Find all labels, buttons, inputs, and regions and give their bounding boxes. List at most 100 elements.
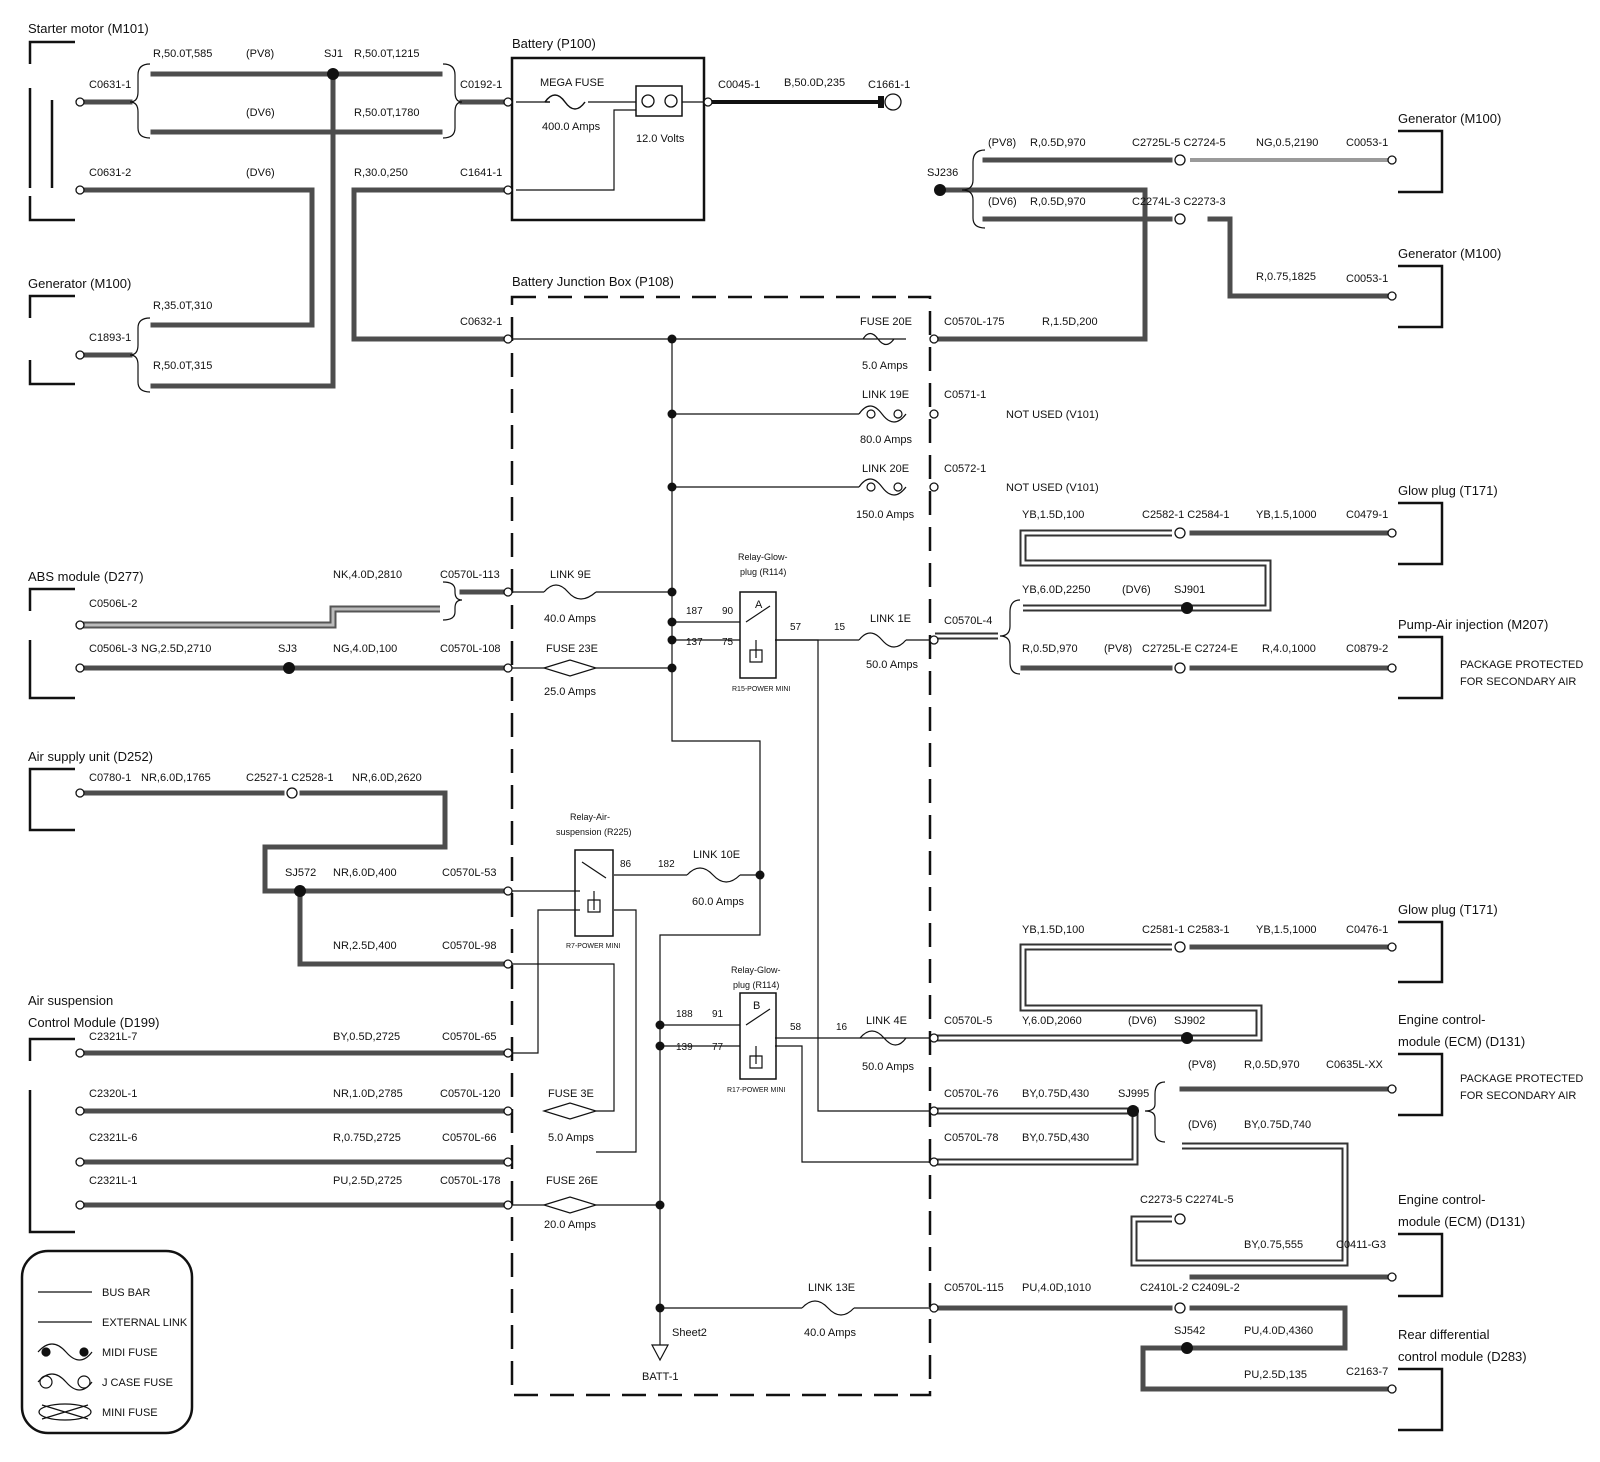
wire-nr25-400 bbox=[297, 888, 511, 967]
link20e-icon bbox=[858, 478, 907, 496]
relay-label: plug (R114) bbox=[733, 980, 779, 990]
pin bbox=[503, 97, 513, 107]
ecm-2-bracket bbox=[1398, 1232, 1444, 1298]
connector-label: C0570L-120 bbox=[440, 1088, 501, 1100]
pin bbox=[75, 350, 85, 360]
pin bbox=[929, 1303, 939, 1313]
connector-label: C0572-1 bbox=[944, 463, 986, 475]
relay-pin: 86 bbox=[620, 859, 632, 870]
pin bbox=[929, 1033, 939, 1043]
fuse20e-icon bbox=[859, 332, 906, 346]
pin bbox=[1174, 527, 1186, 539]
link19e-icon bbox=[858, 405, 907, 423]
connector-label: C2582-1 C2584-1 bbox=[1142, 509, 1229, 521]
bus-node bbox=[655, 1041, 665, 1051]
relay-air-box bbox=[574, 849, 614, 937]
wire-nk40-2810-outline bbox=[80, 605, 440, 629]
fuse-symbols bbox=[541, 94, 907, 1316]
wire-label: NR,6.0D,400 bbox=[333, 867, 397, 879]
abs-module-title: ABS module (D277) bbox=[28, 569, 144, 584]
bus-node bbox=[667, 663, 677, 673]
connector-label: C0570L-66 bbox=[442, 1132, 496, 1144]
wire-label: BY,0.75D,740 bbox=[1244, 1119, 1311, 1131]
wire-dv6-310 bbox=[77, 187, 315, 328]
legend-label: MIDI FUSE bbox=[102, 1347, 158, 1359]
splice-sj1-dot bbox=[327, 68, 339, 80]
splice-dots bbox=[283, 68, 1193, 1354]
pin bbox=[1174, 941, 1186, 953]
pin bbox=[1387, 942, 1397, 952]
connector-label: C0045-1 bbox=[718, 79, 760, 91]
connector-label: C2725L-E C2724-E bbox=[1142, 643, 1238, 655]
connector-label: C0479-1 bbox=[1346, 509, 1388, 521]
connector-label: C2321L-1 bbox=[89, 1175, 137, 1187]
connector-pins bbox=[75, 85, 1397, 1394]
ecm-1-bracket bbox=[1398, 1052, 1444, 1117]
pin bbox=[1387, 1084, 1397, 1094]
glow-plug-2-title: Glow plug (T171) bbox=[1398, 902, 1498, 917]
battery-internal bbox=[516, 101, 636, 191]
splice-label: SJ1 bbox=[324, 48, 343, 60]
pin bbox=[929, 409, 939, 419]
fuse-rating: 60.0 Amps bbox=[692, 896, 744, 908]
connector-label: C0411-G3 bbox=[1336, 1239, 1386, 1251]
wire-label: (PV8) bbox=[246, 48, 274, 60]
wire-label: B,50.0D,235 bbox=[784, 77, 845, 89]
relay-letter: A bbox=[755, 599, 763, 611]
bus-abs bbox=[512, 591, 672, 669]
pin bbox=[1387, 155, 1397, 165]
mega-fuse-icon bbox=[544, 94, 586, 110]
wire-label: R,4.0,1000 bbox=[1262, 643, 1316, 655]
pin bbox=[703, 97, 713, 107]
connector-label: C2273-5 C2274L-5 bbox=[1140, 1194, 1234, 1206]
wire-label: (DV6) bbox=[1128, 1015, 1157, 1027]
bus-node bbox=[655, 1303, 665, 1313]
legend bbox=[20, 1249, 194, 1435]
package-note: FOR SECONDARY AIR bbox=[1460, 676, 1576, 688]
bus-node bbox=[667, 334, 677, 344]
fuse-label: LINK 10E bbox=[693, 849, 740, 861]
connector-label: C0053-1 bbox=[1346, 273, 1388, 285]
pin bbox=[1387, 291, 1397, 301]
pin bbox=[503, 663, 513, 673]
wire-label: NR,2.5D,400 bbox=[333, 940, 397, 952]
connector-label: C0631-1 bbox=[89, 79, 131, 91]
wire-label: (DV6) bbox=[246, 167, 275, 179]
wire-label: BY,0.75,555 bbox=[1244, 1239, 1303, 1251]
connector-label: C0570L-175 bbox=[944, 316, 1005, 328]
ecm-2-title-1: Engine control- bbox=[1398, 1192, 1485, 1207]
relay-pin: 90 bbox=[722, 606, 734, 617]
fuse-label: LINK 1E bbox=[870, 613, 911, 625]
bus-node bbox=[667, 587, 677, 597]
pin bbox=[75, 1048, 85, 1058]
pin bbox=[75, 97, 85, 107]
connector-label: C2725L-5 C2724-5 bbox=[1132, 137, 1226, 149]
sheet2-arrow bbox=[651, 1318, 669, 1362]
relay-pin: 182 bbox=[658, 859, 675, 870]
relay-pin: 77 bbox=[712, 1042, 724, 1053]
package-note: FOR SECONDARY AIR bbox=[1460, 1090, 1576, 1102]
generator-r2-title: Generator (M100) bbox=[1398, 246, 1501, 261]
connector-label: C2163-7 bbox=[1346, 1366, 1388, 1378]
air-susp-module-bracket bbox=[28, 1037, 75, 1234]
ground-terminal-icon bbox=[884, 93, 902, 111]
splice-label: SJ3 bbox=[278, 643, 297, 655]
wire-label: NR,6.0D,1765 bbox=[141, 772, 211, 784]
pin bbox=[503, 959, 513, 969]
battery-cell bbox=[635, 85, 683, 117]
pin bbox=[1387, 1272, 1397, 1282]
wire-nk40-2810 bbox=[80, 607, 440, 627]
fuse-label: FUSE 20E bbox=[860, 316, 912, 328]
connector-label: C0053-1 bbox=[1346, 137, 1388, 149]
fuse-rating: 5.0 Amps bbox=[548, 1132, 594, 1144]
connector-label: C0570L-65 bbox=[442, 1031, 496, 1043]
battery-minus-terminal bbox=[664, 94, 678, 108]
pin bbox=[1174, 662, 1186, 674]
battery-title: Battery (P100) bbox=[512, 36, 596, 51]
pin bbox=[503, 334, 513, 344]
pin bbox=[503, 1106, 513, 1116]
relay-name: R7-POWER MINI bbox=[566, 943, 621, 950]
wire-label: NR,6.0D,2620 bbox=[352, 772, 422, 784]
wire-label: R,1.5D,200 bbox=[1042, 316, 1098, 328]
bus-node bbox=[655, 1020, 665, 1030]
